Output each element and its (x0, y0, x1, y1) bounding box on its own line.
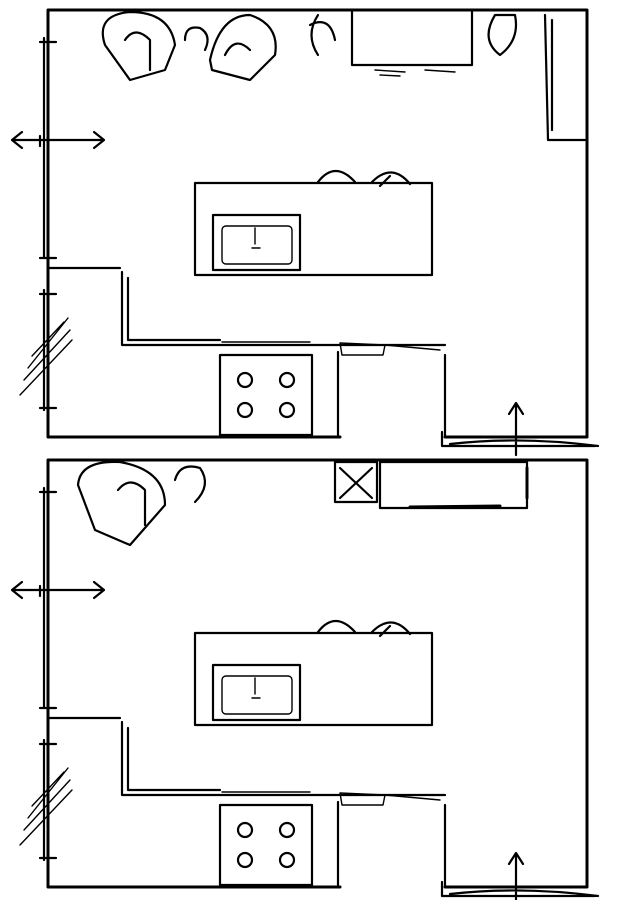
plan-2 (10, 458, 600, 900)
sideboard-edge (408, 466, 529, 509)
crossed-box (333, 460, 379, 504)
sideboard (378, 460, 529, 510)
table-legs (374, 69, 456, 77)
plan-1 (10, 8, 600, 457)
chair (487, 13, 518, 57)
armchair (76, 460, 207, 547)
tall-cabinet (543, 13, 587, 142)
chair (308, 13, 337, 57)
armchairs (101, 10, 277, 82)
dining-table (350, 8, 474, 67)
